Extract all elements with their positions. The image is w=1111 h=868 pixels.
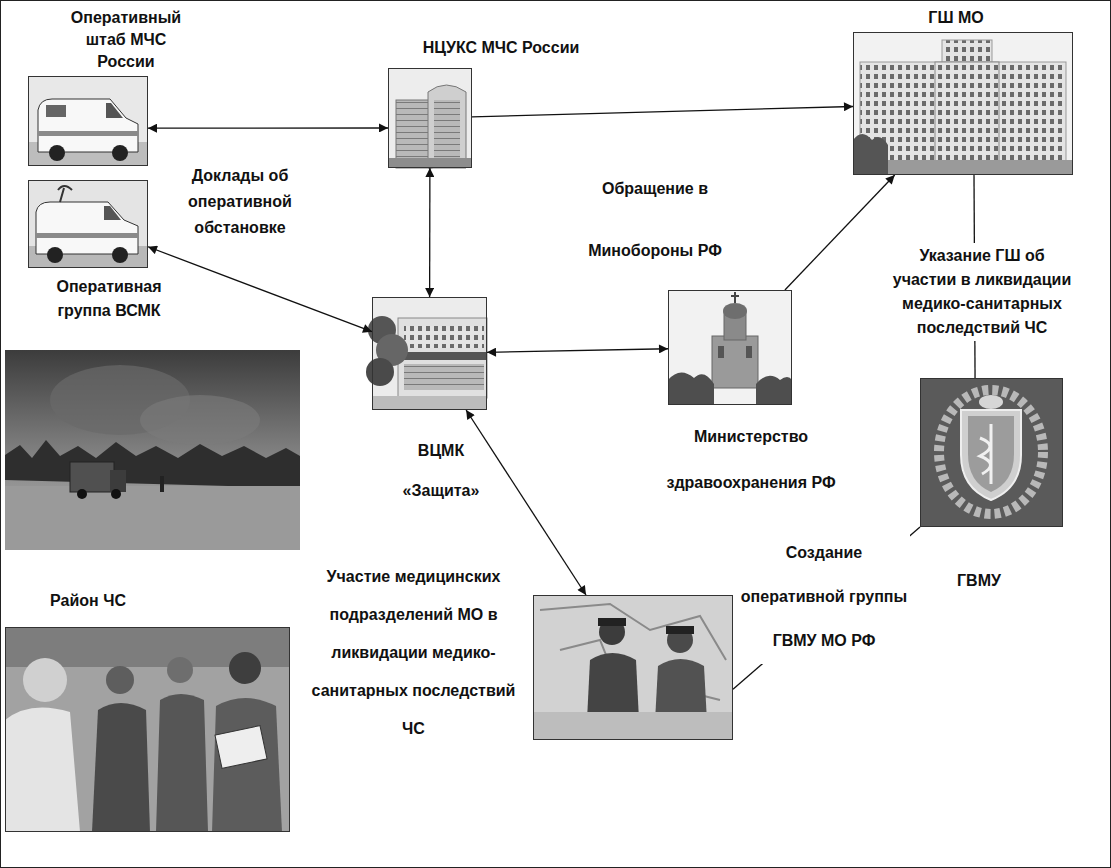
connector-arrow [472,106,853,116]
node-caption: ГВМУ [929,570,1029,592]
node-caption: Оперативная группа ВСМК [39,275,179,323]
van-photo [28,180,148,268]
building-photo [388,68,472,168]
building-photo-box: НЦУКС МЧС России [388,68,472,168]
node-caption: НЦУКС МЧС России [371,37,631,59]
node-caption: Оперативный штаб МЧС России [61,7,191,73]
van-photo [28,76,148,166]
free-label: Доклады об оперативной обстановке [165,163,315,241]
badge-photo-box: ГВМУ [920,378,1063,527]
node-caption: Министерство здравоохранения РФ [626,414,876,506]
church-photo [668,290,792,405]
building-photo [366,297,487,410]
connector-arrow [429,168,431,297]
node-caption: Район ЧС [28,590,148,612]
connector-arrow [466,410,586,595]
van-photo-box: Оперативный штаб МЧС России [28,76,148,166]
free-label: Обращение в Минобороны РФ [560,158,750,282]
node-caption: ВЦМК «Защита» [391,431,491,511]
building-photo-box: ВЦМК «Защита» [372,297,487,410]
building-photo [853,32,1073,175]
scene-photo-box: Район ЧС [5,627,290,832]
building-photo-box: ГШ МО [853,32,1073,175]
connector-label: Указание ГШ об участии в ликвидации меди… [886,243,1078,341]
church-photo-box: Министерство здравоохранения РФ [668,290,792,405]
connector-label: Создание оперативной группы ГВМУ МО РФ [738,530,910,664]
connector-arrow [487,349,668,353]
node-caption: ГШ МО [896,7,1016,29]
connector-arrow [148,127,388,128]
map-photo-box: Участие медицинских подразделений МО в л… [533,595,733,740]
connector-arrow [148,247,372,332]
forest-fire-photo [5,350,300,550]
badge-photo [920,378,1063,527]
van-photo-box: Оперативная группа ВСМК [28,180,148,268]
connector-arrow [785,175,895,290]
node-caption: Участие медицинских подразделений МО в л… [301,558,526,748]
map-room-photo [533,595,733,740]
connector-arrow [733,527,920,689]
rescue-scene-photo [5,627,290,832]
